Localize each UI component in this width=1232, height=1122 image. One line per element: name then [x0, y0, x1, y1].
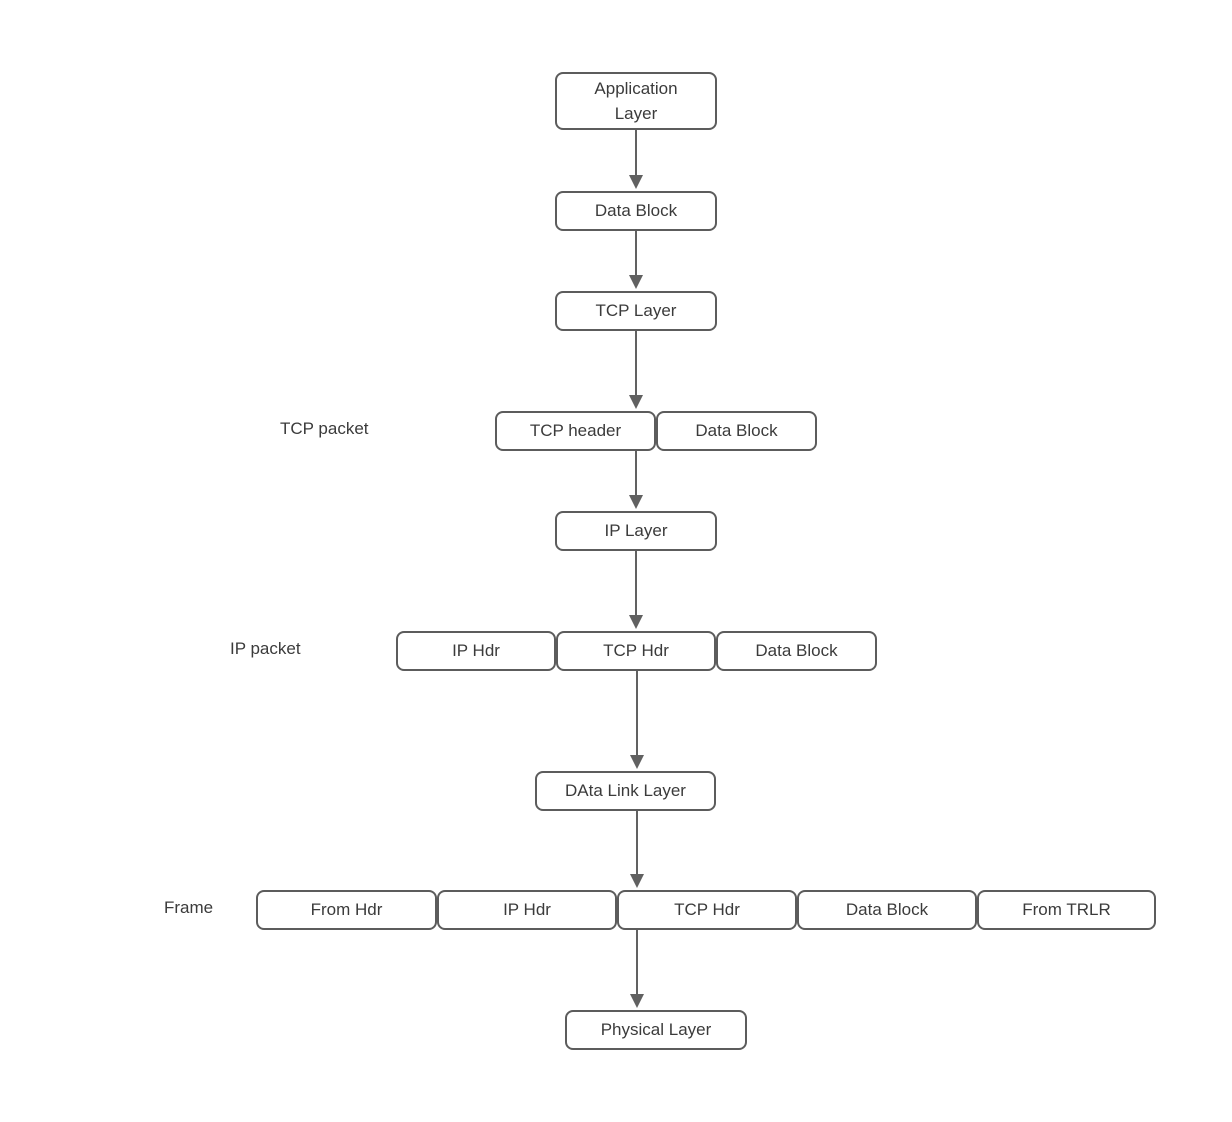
tcp-packet-label: TCP packet [280, 419, 369, 438]
flow-arrowhead-icon [629, 495, 643, 509]
flow-arrowhead-icon [629, 615, 643, 629]
flow-arrowhead-icon [629, 395, 643, 409]
application-layer-node: Application Layer [555, 72, 717, 130]
flow-arrowhead-icon [630, 755, 644, 769]
data-block-tcp-node: Data Block [656, 411, 817, 451]
data-link-layer-node: DAta Link Layer [535, 771, 716, 811]
frame-label: Frame [164, 898, 214, 917]
physical-layer-node: Physical Layer [565, 1010, 747, 1050]
tcp-layer-node: TCP Layer [555, 291, 717, 331]
data-block-app-node: Data Block [555, 191, 717, 231]
flow-arrowhead-icon [630, 994, 644, 1008]
ip-packet-label: IP packet [230, 639, 301, 658]
ip-hdr-frame-node: IP Hdr [437, 890, 617, 930]
data-block-ip-node: Data Block [716, 631, 877, 671]
tcp-header-node: TCP header [495, 411, 656, 451]
flow-arrowhead-icon [629, 175, 643, 189]
data-block-frame-node: Data Block [797, 890, 977, 930]
ip-layer-node: IP Layer [555, 511, 717, 551]
from-hdr-node: From Hdr [256, 890, 437, 930]
flow-arrowhead-icon [630, 874, 644, 888]
tcp-hdr-frame-node: TCP Hdr [617, 890, 797, 930]
flow-arrowhead-icon [629, 275, 643, 289]
ip-hdr-node: IP Hdr [396, 631, 556, 671]
tcp-hdr-node: TCP Hdr [556, 631, 716, 671]
from-trlr-node: From TRLR [977, 890, 1156, 930]
